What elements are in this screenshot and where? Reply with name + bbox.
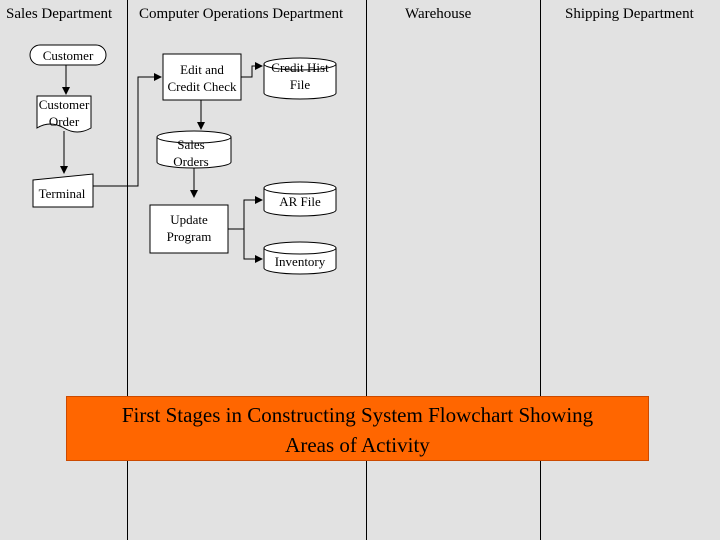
credit-hist-file-label-line1: Credit Hist [271, 60, 329, 75]
ar-file-disk-shape [263, 181, 337, 217]
sales-orders-label: Sales Orders [157, 136, 225, 170]
edit-credit-check-label-line1: Edit and [180, 62, 224, 77]
sales-orders-label-line2: Orders [173, 154, 209, 169]
terminal-manual-input-shape [32, 173, 94, 208]
lane-divider [127, 0, 128, 540]
connector-update-to-inventory [243, 229, 263, 263]
credit-hist-file-label-line2: File [289, 77, 311, 92]
connector-edit-to-credit-hist [241, 62, 263, 78]
sales-orders-disk-shape [156, 130, 232, 169]
credit-hist-file-disk-shape [263, 57, 337, 100]
caption-banner: First Stages in Constructing System Flow… [66, 396, 649, 461]
customer-order-document-shape [36, 95, 92, 133]
customer-order-label: Customer Order [33, 96, 95, 130]
ar-file-label: AR File [279, 194, 321, 209]
caption-line2: Areas of Activity [285, 433, 430, 457]
update-program-label-line2: Program [166, 229, 212, 244]
caption-line1: First Stages in Constructing System Flow… [121, 403, 594, 427]
inventory-disk-shape [263, 241, 337, 275]
sales-orders-label-line1: Sales [177, 137, 205, 152]
customer-label: Customer [42, 48, 94, 63]
credit-hist-file-label: Credit Hist File [264, 59, 336, 93]
edit-credit-check-label-line2: Credit Check [167, 79, 237, 94]
update-program-label: Update Program [150, 211, 228, 245]
lane-title-sales: Sales Department [6, 6, 113, 22]
lane-divider [366, 0, 367, 540]
customer-order-label-line2: Order [48, 114, 80, 129]
update-program-label-line1: Update [170, 212, 208, 227]
lane-divider [540, 0, 541, 540]
update-program-process-shape [149, 204, 229, 254]
edit-credit-check-process-shape [162, 53, 242, 101]
customer-order-label-line1: Customer [38, 97, 90, 112]
terminal-label: Terminal [38, 186, 86, 201]
edit-credit-check-label: Edit and Credit Check [163, 61, 241, 95]
lane-title-computer-operations: Computer Operations Department [139, 6, 344, 22]
lane-title-shipping: Shipping Department [565, 6, 694, 22]
connector-terminal-to-edit [93, 73, 162, 187]
inventory-label: Inventory [274, 254, 326, 269]
lane-title-warehouse: Warehouse [405, 6, 472, 22]
customer-terminator-shape [29, 44, 107, 66]
connector-update-to-ar-file [228, 196, 263, 230]
